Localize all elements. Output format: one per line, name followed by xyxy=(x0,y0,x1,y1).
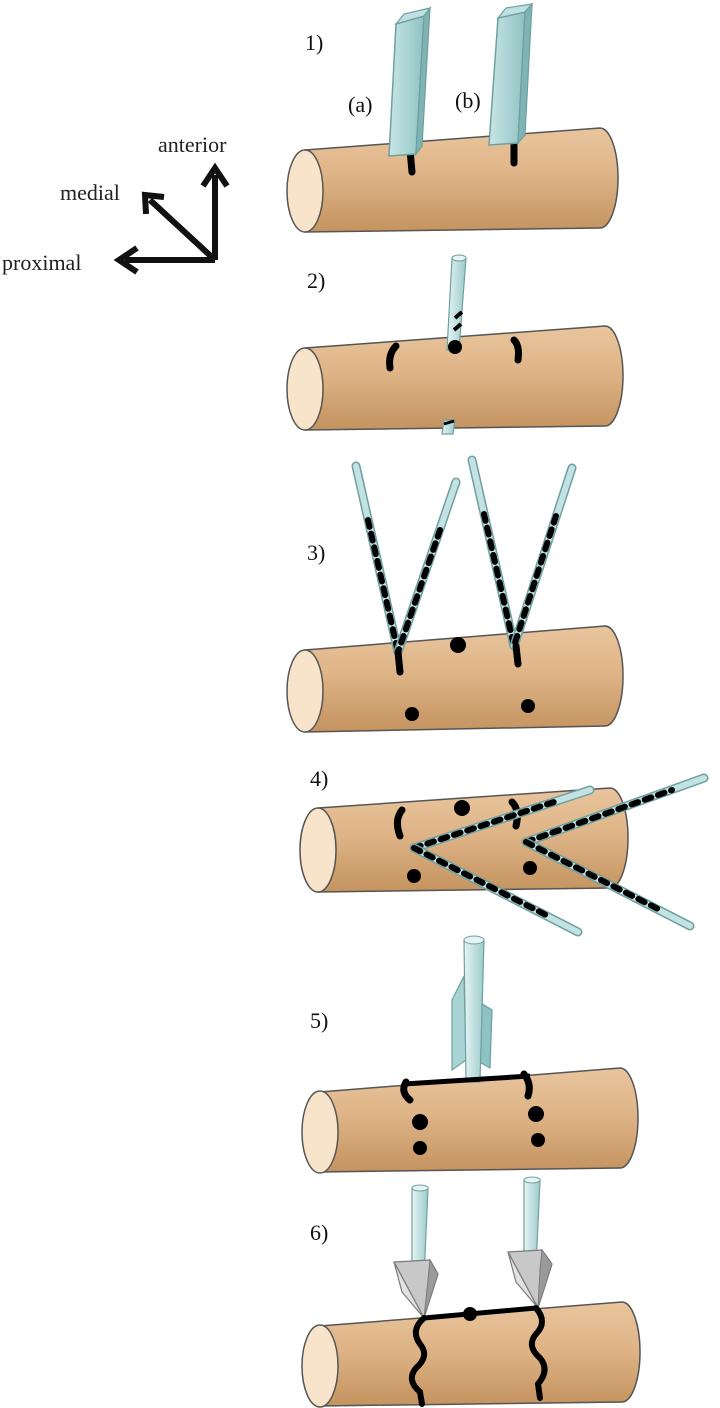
bone-4 xyxy=(299,787,629,893)
drill-hole xyxy=(521,699,535,713)
drill-pin-6b xyxy=(523,1176,541,1269)
step-6: 6) xyxy=(301,1176,641,1408)
bone-2 xyxy=(286,325,624,431)
step-4-label: 4) xyxy=(310,766,328,791)
cut-mark-a xyxy=(386,342,400,372)
drill-pin-5 xyxy=(463,935,485,1083)
zigzag-cut-b xyxy=(528,1305,548,1401)
step-4: 4) xyxy=(299,766,709,937)
k-wires-4b xyxy=(521,773,709,931)
step-2: 2) xyxy=(286,254,624,435)
step-1-sublabel-b: (b) xyxy=(455,88,481,113)
drill-hole xyxy=(448,340,462,354)
step-3: 3) xyxy=(286,455,624,733)
proximal-label: proximal xyxy=(2,250,81,275)
saw-blade-b xyxy=(488,2,534,146)
cut-mark-b xyxy=(510,336,522,364)
step-1-label: 1) xyxy=(305,30,323,55)
medial-arrow xyxy=(147,197,218,263)
medial-label: medial xyxy=(60,180,120,205)
bone-1 xyxy=(286,127,619,233)
k-wires-4a xyxy=(409,785,595,937)
step-5: 5) xyxy=(301,935,639,1174)
osteotomy-line xyxy=(403,1073,531,1087)
wedge-guide-b xyxy=(507,1248,553,1310)
drill-hole xyxy=(450,637,466,653)
step-6-label: 6) xyxy=(310,1220,328,1245)
bone-5 xyxy=(301,1067,639,1174)
zigzag-cut-a xyxy=(408,1315,428,1407)
step-1-sublabel-a: (a) xyxy=(348,92,372,117)
k-wires-a xyxy=(351,461,461,657)
orientation-axes: anterior medial proximal xyxy=(2,132,230,275)
bone-3 xyxy=(286,625,624,733)
step-3-label: 3) xyxy=(307,540,325,565)
osteotomy-line xyxy=(423,1305,537,1321)
saw-blade-a xyxy=(388,6,432,157)
step-5-label: 5) xyxy=(310,1008,328,1033)
step-2-label: 2) xyxy=(307,268,325,293)
drill-hole xyxy=(405,707,419,721)
bone-6 xyxy=(301,1301,641,1408)
anterior-label: anterior xyxy=(158,132,227,157)
wedge-guide-a xyxy=(393,1258,439,1320)
step-1: 1) (a) (b) xyxy=(286,2,619,233)
k-wires-b xyxy=(467,455,577,651)
